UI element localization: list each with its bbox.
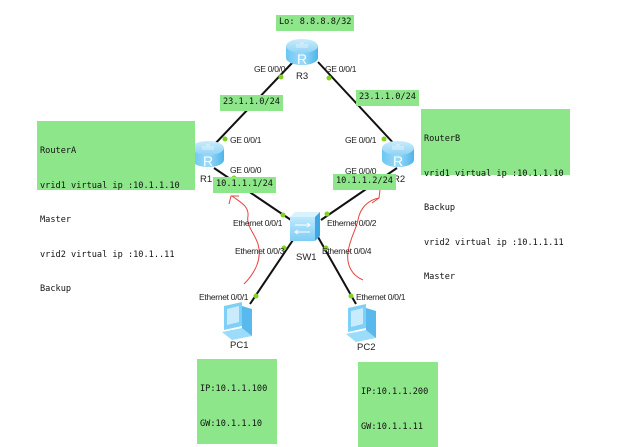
iface-r2-up: GE 0/0/1 (345, 135, 377, 145)
iface-sw-1: Ethernet 0/0/1 (233, 218, 283, 228)
iface-r1-up: GE 0/0/1 (230, 135, 262, 145)
note-r1-ip: 10.1.1.1/24 (213, 177, 276, 193)
router-b-line: Master (424, 272, 456, 282)
note-router-a: RouterA vrid1 virtual ip :10.1.1.10 Mast… (37, 121, 195, 294)
note-loopback: Lo: 8.8.8.8/32 (276, 15, 355, 31)
port-dot (381, 136, 387, 142)
router-b-line: RouterB (424, 134, 461, 144)
router-a-line: Backup (40, 284, 72, 294)
iface-pc1: Ethernet 0/0/1 (199, 292, 249, 302)
router-r2-icon[interactable]: R (382, 141, 414, 169)
port-dot (323, 245, 329, 251)
port-dot (348, 293, 354, 299)
note-pc1: IP:10.1.1.100 GW:10.1.1.10 (197, 359, 277, 444)
router-b-line: vrid2 virtual ip :10.1.1.11 (424, 237, 564, 248)
link-sw1-pc1[interactable] (249, 236, 296, 305)
note-pc2: IP:10.1.1.200 GW:10.1.1.11 (358, 362, 438, 447)
pc2-ip: IP:10.1.1.200 (361, 387, 429, 397)
device-label-r1: R1 (200, 174, 213, 185)
router-b-line: vrid1 virtual ip :10.1.1.10 (424, 168, 564, 179)
svg-text:R: R (393, 153, 403, 169)
note-router-b: RouterB vrid1 virtual ip :10.1.1.10 Back… (421, 109, 570, 282)
pc1-icon[interactable] (222, 302, 252, 340)
iface-r3-left: GE 0/0/0 (254, 64, 286, 74)
port-dot (280, 212, 286, 218)
svg-text:R: R (203, 153, 213, 169)
pc2-gateway: GW:10.1.1.11 (361, 421, 424, 432)
device-label-sw1: SW1 (296, 252, 317, 263)
switch-sw1-icon[interactable] (290, 212, 320, 241)
port-dot (326, 75, 332, 81)
iface-sw-3: Ethernet 0/0/3 (235, 246, 285, 256)
iface-r3-right: GE 0/0/1 (325, 64, 357, 74)
router-a-line: vrid2 virtual ip :10.1..11 (40, 249, 175, 260)
router-a-line: RouterA (40, 146, 77, 156)
router-a-line: Master (40, 215, 72, 225)
arrow-left-head (228, 195, 239, 205)
pc2-icon[interactable] (346, 304, 376, 342)
port-dot (222, 136, 228, 142)
port-dot (281, 245, 287, 251)
arrow-left-path (231, 195, 260, 285)
iface-pc2: Ethernet 0/0/1 (356, 292, 406, 302)
router-r3-icon[interactable]: R (286, 39, 318, 67)
router-b-line: Backup (424, 203, 456, 213)
device-label-pc1: PC1 (230, 340, 249, 351)
arrow-right-head (371, 189, 381, 204)
topology-canvas: R R R (192, 39, 414, 342)
iface-sw-4: Ethernet 0/0/4 (322, 246, 372, 256)
port-dot (253, 293, 259, 299)
iface-r1-down: GE 0/0/0 (230, 165, 262, 175)
pc1-gateway: GW:10.1.1.10 (200, 418, 263, 429)
note-network-right: 23.1.1.0/24 (356, 90, 419, 106)
note-network-left: 23.1.1.0/24 (220, 95, 283, 111)
iface-sw-2: Ethernet 0/0/2 (327, 218, 377, 228)
device-label-r2: R2 (393, 174, 406, 185)
iface-r2-down: GE 0/0/0 (345, 166, 377, 176)
pc1-ip: IP:10.1.1.100 (200, 384, 268, 394)
router-r1-icon[interactable]: R (192, 141, 224, 169)
device-label-pc2: PC2 (357, 342, 376, 353)
port-dot (278, 74, 284, 80)
arrow-right-path (347, 197, 380, 281)
port-dot (324, 211, 330, 217)
link-r1-sw1[interactable] (213, 167, 292, 221)
annotation-arrows (228, 189, 381, 285)
note-r2-ip: 10.1.1.2/24 (333, 174, 396, 190)
router-a-line: vrid1 virtual ip :10.1.1.10 (40, 180, 180, 191)
svg-text:R: R (297, 51, 307, 67)
device-label-r3: R3 (296, 71, 309, 82)
